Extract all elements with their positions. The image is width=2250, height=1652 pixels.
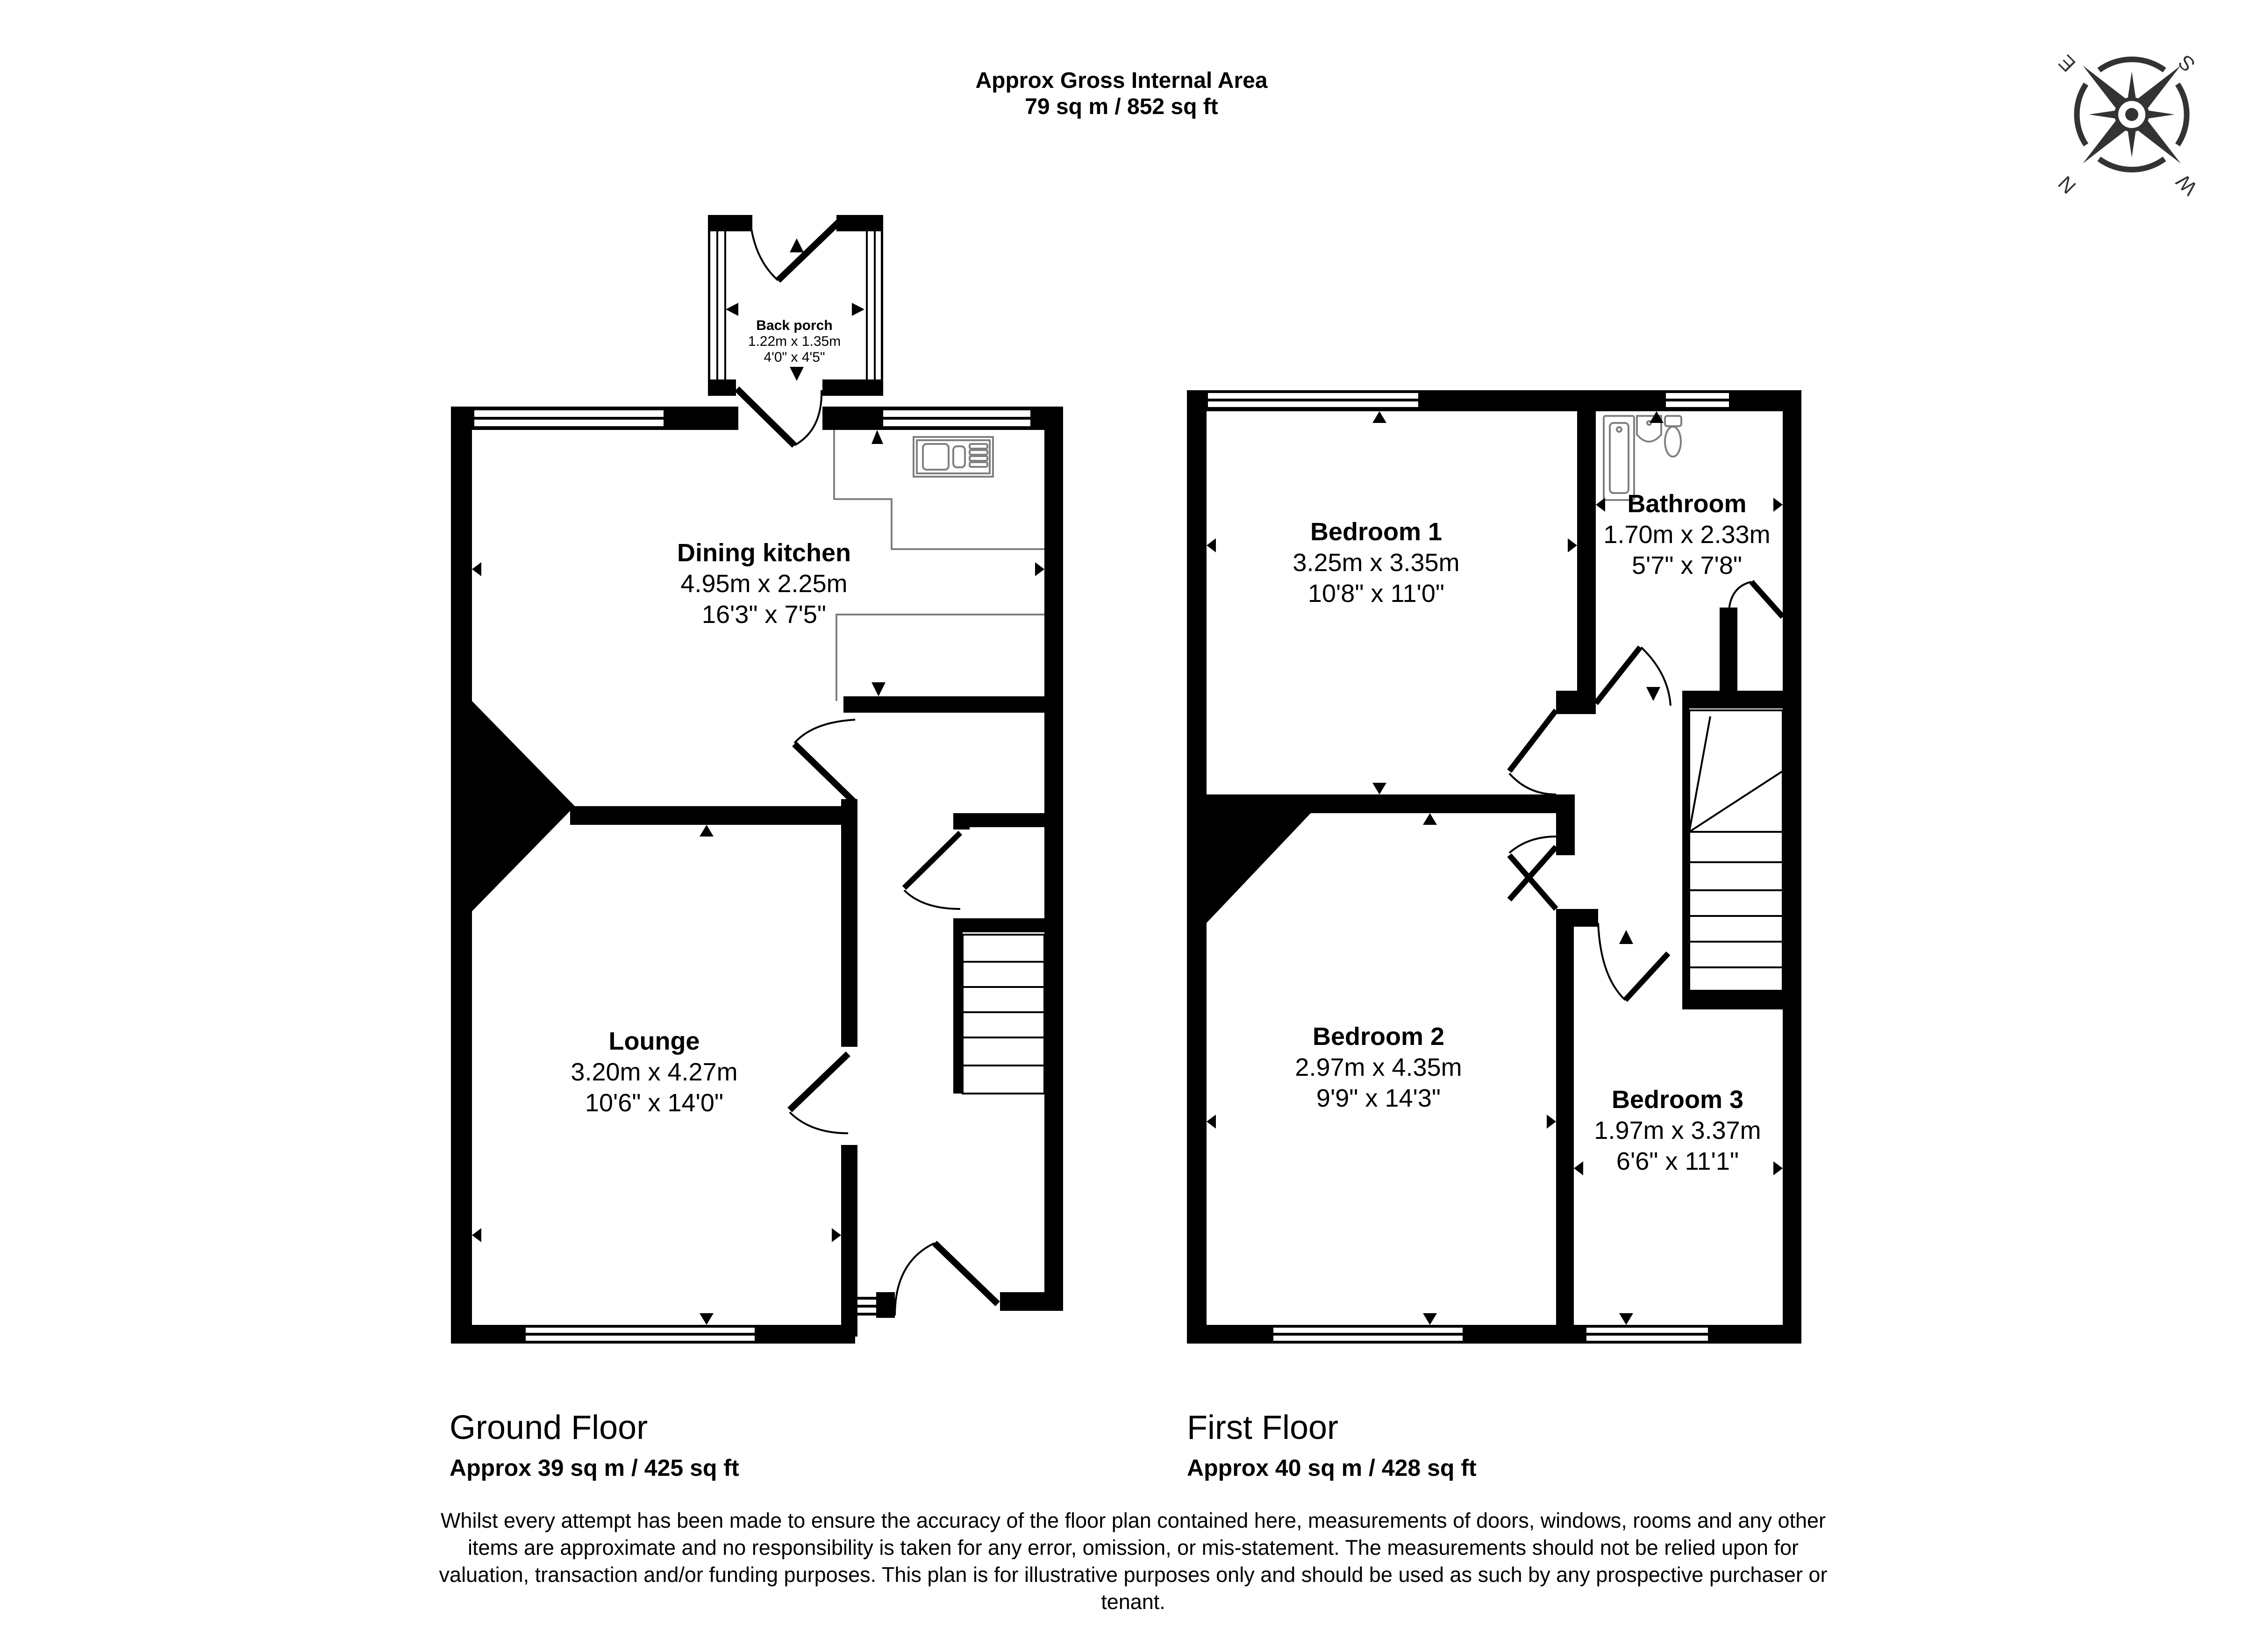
ground-floor-title: Ground Floor	[450, 1409, 648, 1446]
room-imperial: 16'3" x 7'5"	[701, 601, 827, 629]
room-label-bedroom-3: Bedroom 3 1.97m x 3.37m 6'6" x 11'1"	[1594, 1084, 1761, 1177]
compass-e-label: E	[2054, 50, 2080, 76]
room-metric: 3.20m x 4.27m	[571, 1058, 738, 1086]
room-metric: 1.97m x 3.37m	[1594, 1116, 1761, 1144]
ground-floor-stairs	[953, 932, 1045, 1094]
room-imperial: 6'6" x 11'1"	[1616, 1147, 1739, 1175]
kitchen-sink-icon	[913, 436, 994, 478]
bath-icon	[1603, 415, 1635, 501]
room-name: Back porch	[756, 318, 833, 333]
room-name: Bedroom 1	[1310, 518, 1443, 546]
ground-floor-area: Approx 39 sq m / 425 sq ft	[450, 1455, 739, 1481]
ground-floor-caption: Ground Floor Approx 39 sq m / 425 sq ft	[450, 1409, 739, 1482]
ground-floor-plan	[451, 215, 1063, 1344]
compass-w-label: W	[2171, 170, 2201, 200]
first-floor-area: Approx 40 sq m / 428 sq ft	[1187, 1455, 1477, 1481]
measurement-arrows-first	[1207, 411, 1783, 1325]
compass-n-label: N	[2054, 172, 2080, 198]
room-name: Dining kitchen	[677, 539, 851, 567]
lounge-top-wall	[570, 806, 857, 825]
back-porch-walls	[708, 215, 883, 448]
toilet-icon	[1664, 415, 1682, 458]
ground-floor-outer-walls	[451, 407, 1063, 1344]
room-imperial: 10'8" x 11'0"	[1307, 579, 1445, 608]
measurement-arrows-ground	[472, 238, 1044, 1325]
first-floor-plan	[1187, 390, 1801, 1344]
room-metric: 1.70m x 2.33m	[1603, 521, 1771, 549]
room-label-bedroom-1: Bedroom 1 3.25m x 3.35m 10'8" x 11'0"	[1293, 516, 1459, 609]
room-label-bathroom: Bathroom 1.70m x 2.33m 5'7" x 7'8"	[1603, 488, 1770, 581]
room-name: Bathroom	[1627, 490, 1747, 518]
room-metric: 1.22m x 1.35m	[748, 334, 841, 349]
disclaimer-text: Whilst every attempt has been made to en…	[439, 1509, 1828, 1614]
room-imperial: 9'9" x 14'3"	[1316, 1084, 1441, 1112]
room-name: Lounge	[608, 1027, 700, 1055]
compass-rose-icon: E S N W	[2054, 50, 2202, 200]
room-label-back-porch: Back porch 1.22m x 1.35m 4'0" x 4'5"	[748, 318, 841, 365]
room-metric: 3.25m x 3.35m	[1293, 549, 1460, 577]
room-metric: 4.95m x 2.25m	[680, 570, 848, 598]
kitchen-worktop	[833, 430, 1044, 701]
first-floor-stairs	[1688, 709, 1784, 992]
room-imperial: 10'6" x 14'0"	[585, 1089, 724, 1117]
chimney-breast	[472, 701, 575, 911]
room-imperial: 4'0" x 4'5"	[764, 350, 825, 365]
title-line-1: Approx Gross Internal Area	[975, 68, 1268, 93]
first-floor-caption: First Floor Approx 40 sq m / 428 sq ft	[1187, 1409, 1477, 1482]
room-label-bedroom-2: Bedroom 2 2.97m x 4.35m 9'9" x 14'3"	[1295, 1021, 1462, 1114]
room-imperial: 5'7" x 7'8"	[1631, 551, 1743, 579]
room-name: Bedroom 3	[1611, 1086, 1744, 1114]
compass-s-label: S	[2174, 50, 2200, 76]
room-label-lounge: Lounge 3.20m x 4.27m 10'6" x 14'0"	[571, 1026, 737, 1118]
first-floor-title: First Floor	[1187, 1409, 1338, 1446]
room-name: Bedroom 2	[1312, 1023, 1445, 1051]
gross-internal-area-title: Approx Gross Internal Area 79 sq m / 852…	[888, 68, 1355, 120]
room-label-dining-kitchen: Dining kitchen 4.95m x 2.25m 16'3" x 7'5…	[677, 537, 851, 630]
room-metric: 2.97m x 4.35m	[1295, 1053, 1462, 1081]
title-line-2: 79 sq m / 852 sq ft	[1025, 94, 1218, 119]
